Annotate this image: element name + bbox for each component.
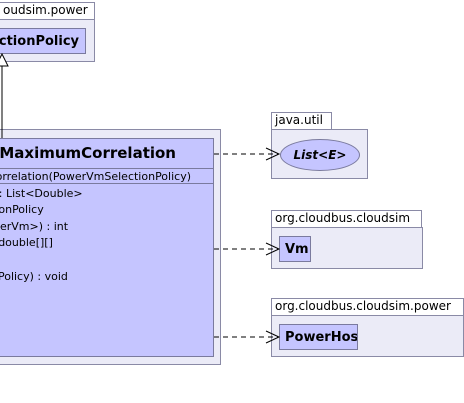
interface-name-list: List<E>	[293, 148, 347, 162]
class-name-selection-policy: lectionPolicy	[0, 33, 79, 49]
class-name-maximum-correlation: cyMaximumCorrelation	[0, 144, 176, 162]
package-name-power-top: oudsim.power	[3, 3, 88, 17]
package-name-java-util: java.util	[275, 113, 323, 127]
method-6: nPolicy) : void	[0, 270, 68, 283]
class-vm[interactable]: Vm	[279, 236, 311, 262]
method-2: tionPolicy	[0, 203, 44, 216]
class-power-host[interactable]: PowerHost	[279, 324, 358, 350]
class-selection-policy[interactable]: lectionPolicy	[0, 28, 86, 54]
constructor-divider	[0, 183, 213, 184]
class-name-vm: Vm	[285, 241, 309, 257]
package-body-cloudsim	[271, 227, 423, 269]
package-name-cloudsim-power: org.cloudbus.cloudsim.power	[275, 299, 451, 313]
interface-list[interactable]: List<E>	[280, 139, 360, 171]
class-maximum-correlation[interactable]: cyMaximumCorrelation correlation(PowerVm…	[0, 138, 214, 357]
dependency-arrow-vm	[265, 242, 281, 256]
package-tab-cloudsim: org.cloudbus.cloudsim	[271, 210, 422, 228]
dependency-arrow-list	[265, 147, 281, 161]
package-tab-cloudsim-power: org.cloudbus.cloudsim.power	[271, 298, 464, 316]
inheritance-arrowhead	[0, 52, 9, 67]
constructor-signature: correlation(PowerVmSelectionPolicy)	[0, 170, 191, 183]
dependency-arrow-power-host	[265, 330, 281, 344]
class-name-power-host: PowerHost	[285, 329, 358, 345]
method-4: : double[][]	[0, 236, 53, 249]
method-1: ) : List<Double>	[0, 187, 83, 200]
class-name-divider	[0, 168, 213, 169]
package-name-cloudsim: org.cloudbus.cloudsim	[275, 211, 411, 225]
method-3: werVm>) : int	[0, 220, 69, 233]
